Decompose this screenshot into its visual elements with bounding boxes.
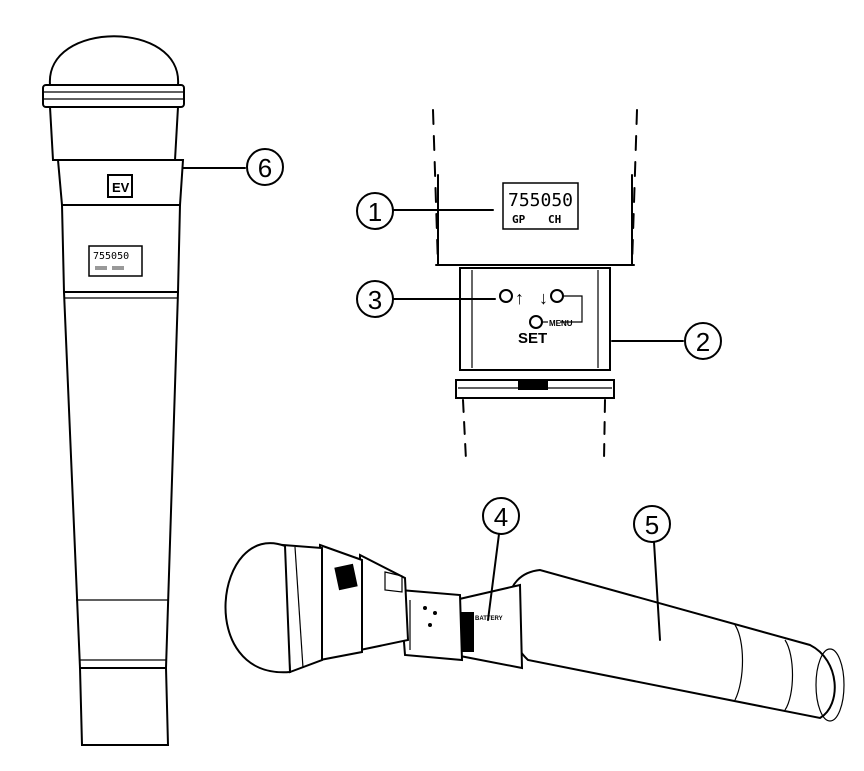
open-mic-ev-logo-icon: [335, 564, 357, 589]
down-arrow-icon: ↓: [539, 288, 548, 308]
callout-5-label: 5: [645, 510, 659, 540]
detail-view: 755050 GP CH ↑ ↓ MENU SET: [433, 110, 637, 460]
open-mic-grille: [225, 543, 290, 672]
open-mic-collar: [360, 555, 408, 650]
callout-6: 6: [183, 149, 283, 185]
menu-label: MENU: [549, 319, 573, 328]
callout-1: 1: [357, 193, 493, 229]
up-button: [500, 290, 512, 302]
menu-set-button: [530, 316, 542, 328]
ev-logo-text: EV: [112, 180, 130, 195]
open-microphone: BATTERY: [225, 543, 844, 721]
mic-grille-ring: [43, 85, 184, 107]
detail-lcd-group: GP: [512, 213, 526, 226]
handheld-microphone: EV 755050: [43, 36, 184, 745]
detail-lcd-frequency: 755050: [508, 190, 573, 211]
callout-2: 2: [612, 323, 721, 359]
mic-bottom-cap: [80, 668, 168, 745]
callout-3-label: 3: [368, 285, 382, 315]
set-label: SET: [518, 330, 547, 347]
callout-6-label: 6: [258, 153, 272, 183]
mic-small-display-text: 755050: [93, 251, 129, 262]
up-arrow-icon: ↑: [515, 288, 524, 308]
mic-grille: [50, 36, 178, 85]
callout-2-label: 2: [696, 327, 710, 357]
callout-1-label: 1: [368, 197, 382, 227]
callout-4-label: 4: [494, 502, 508, 532]
down-button: [551, 290, 563, 302]
mic-handle: [64, 292, 178, 668]
battery-sleeve: [508, 570, 835, 718]
detail-lcd-channel: CH: [548, 213, 561, 226]
